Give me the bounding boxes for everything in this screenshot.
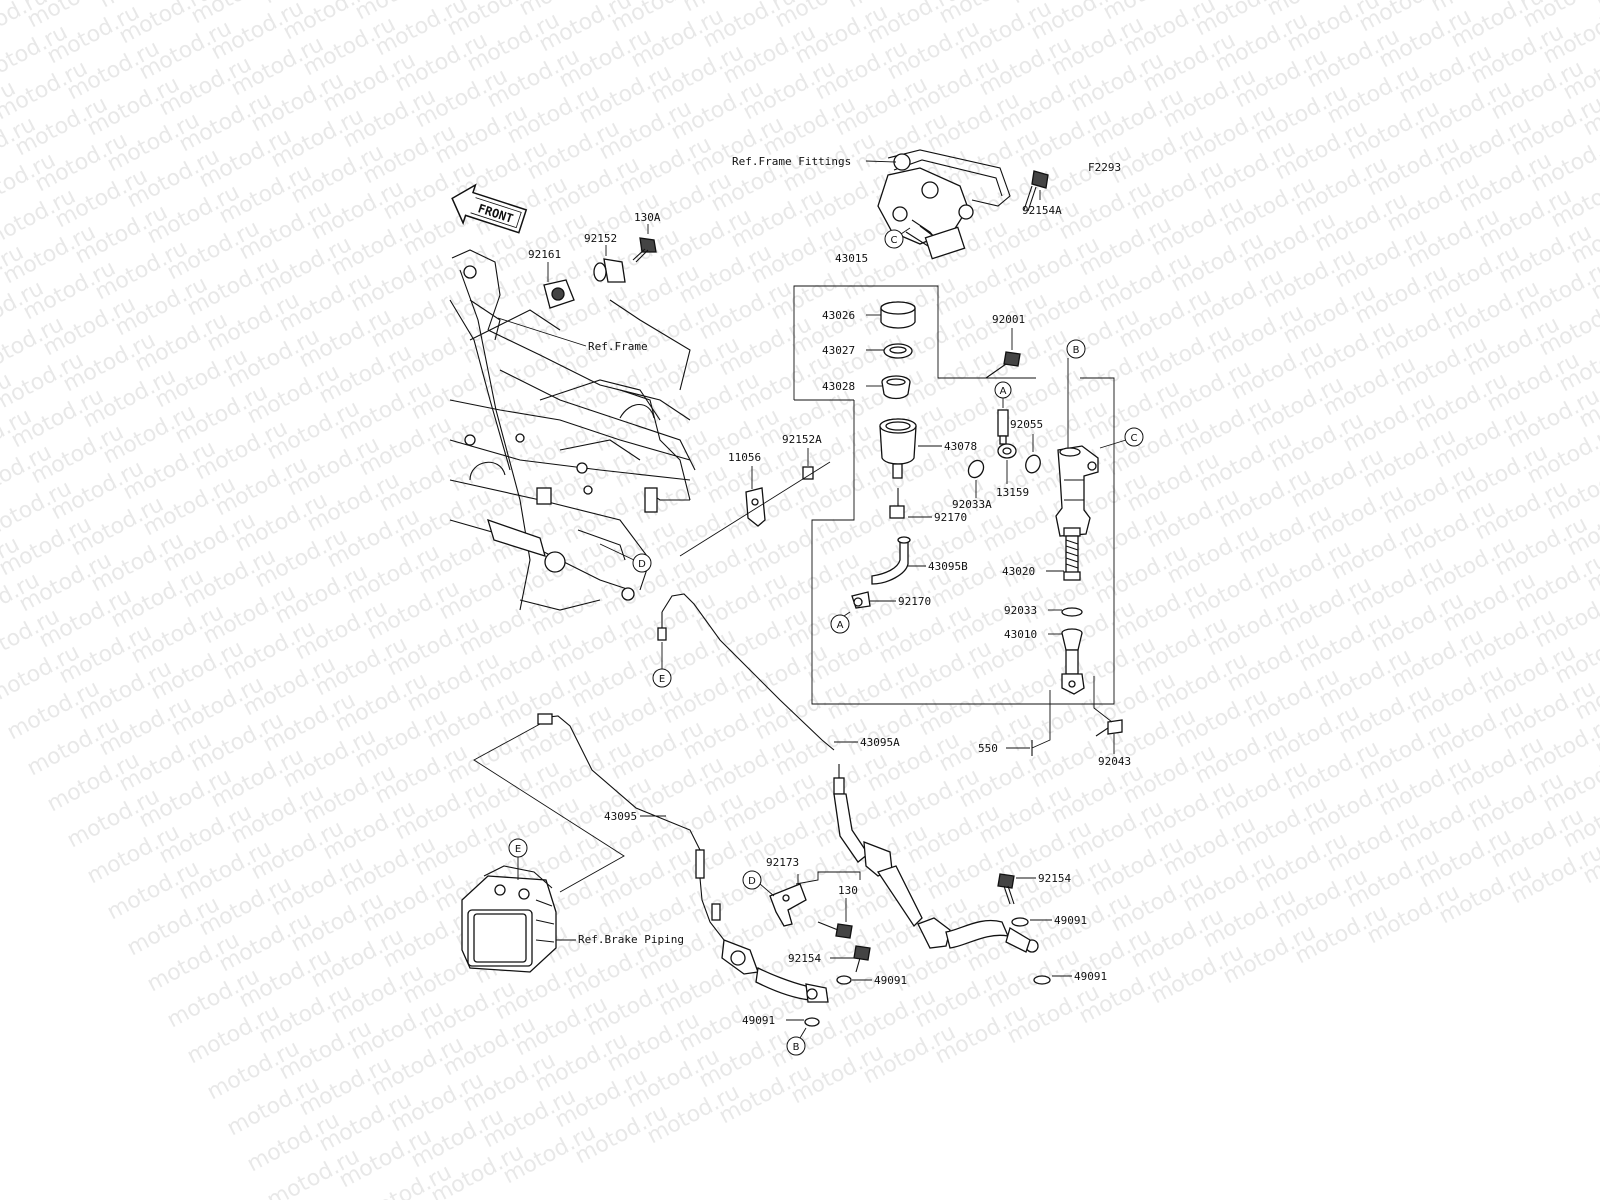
ref-frame-label: Ref.Frame bbox=[588, 340, 648, 353]
callout-d-frame: D bbox=[599, 543, 652, 573]
part-43027: 43027 bbox=[822, 344, 855, 357]
diagram-code: F2293 bbox=[1088, 161, 1121, 174]
part-43020: 43020 bbox=[1002, 565, 1035, 578]
svg-text:D: D bbox=[748, 876, 756, 887]
callout-d-bottom: D bbox=[742, 870, 775, 897]
pipe-43095A-icon bbox=[657, 593, 835, 751]
part-92170-lower: 92170 bbox=[898, 595, 931, 608]
part-92043: 92043 bbox=[1098, 755, 1131, 768]
part-49091-c: 49091 bbox=[1054, 914, 1087, 927]
svg-text:B: B bbox=[793, 1042, 800, 1053]
bolt-92154A-icon bbox=[1023, 170, 1049, 212]
part-92152: 92152 bbox=[584, 232, 617, 245]
hose-43095B-icon bbox=[871, 536, 911, 585]
svg-text:E: E bbox=[515, 844, 521, 855]
washer-49091-b-icon bbox=[804, 1017, 820, 1027]
pushrod-43010-icon bbox=[1061, 628, 1085, 695]
svg-text:B: B bbox=[1073, 345, 1080, 356]
oring-92055-icon bbox=[1025, 454, 1041, 474]
part-11056: 11056 bbox=[728, 451, 761, 464]
part-43095: 43095 bbox=[604, 810, 637, 823]
bracket-92173-icon bbox=[769, 883, 807, 927]
part-92154-lower: 92154 bbox=[788, 952, 821, 965]
callout-a-upper: A bbox=[994, 381, 1012, 408]
clamp-92170-upper-icon bbox=[889, 488, 905, 519]
brake-hose-assembly-icon bbox=[721, 764, 1039, 1003]
bolt-130-icon bbox=[817, 921, 853, 939]
svg-text:C: C bbox=[891, 235, 898, 246]
diaphragm-43028-icon bbox=[881, 375, 911, 400]
part-130A: 130A bbox=[634, 211, 661, 224]
callout-e-abs: E bbox=[508, 838, 528, 880]
bolt-92154-right-icon bbox=[997, 873, 1015, 905]
ref-frame-fittings-label: Ref.Frame Fittings bbox=[732, 155, 851, 168]
ref-brake-piping-label: Ref.Brake Piping bbox=[578, 933, 684, 946]
washer-49091-a-icon bbox=[836, 975, 852, 985]
svg-text:C: C bbox=[1131, 433, 1138, 444]
master-cylinder-icon bbox=[1055, 358, 1099, 537]
callout-b-bottom: B bbox=[786, 1027, 807, 1056]
part-43095A: 43095A bbox=[860, 736, 900, 749]
part-550: 550 bbox=[978, 742, 998, 755]
part-92152A: 92152A bbox=[782, 433, 822, 446]
bolt-130A-icon bbox=[632, 237, 657, 263]
plate-43027-icon bbox=[883, 343, 913, 359]
part-92173: 92173 bbox=[766, 856, 799, 869]
part-49091-a: 49091 bbox=[874, 974, 907, 987]
front-arrow-icon: FRONT bbox=[451, 183, 528, 234]
bushing-13159-icon bbox=[997, 443, 1017, 459]
callout-e-pipe: E bbox=[652, 642, 672, 688]
washer-49091-d-icon bbox=[1033, 975, 1051, 985]
svg-text:A: A bbox=[1000, 386, 1007, 397]
part-13159: 13159 bbox=[996, 486, 1029, 499]
part-49091-b: 49091 bbox=[742, 1014, 775, 1027]
collar-92152-icon bbox=[593, 258, 626, 283]
reservoir-43078-icon bbox=[879, 418, 917, 479]
watermark-text: motod.ru bbox=[1591, 0, 1600, 13]
callout-a-lower: A bbox=[830, 611, 851, 634]
svg-text:A: A bbox=[837, 620, 844, 631]
circlip-92033-icon bbox=[1061, 607, 1083, 617]
part-43015: 43015 bbox=[835, 252, 868, 265]
part-43095B: 43095B bbox=[928, 560, 968, 573]
pin-92043-icon bbox=[1095, 719, 1123, 737]
bracket-11056-icon bbox=[745, 487, 766, 527]
bolt-92154-lower-icon bbox=[853, 945, 871, 973]
oring-92033A-icon bbox=[967, 459, 985, 479]
frame-illustration bbox=[449, 249, 696, 611]
part-49091-d: 49091 bbox=[1074, 970, 1107, 983]
part-130: 130 bbox=[838, 884, 858, 897]
callout-b-top: B bbox=[1066, 339, 1086, 359]
svg-text:E: E bbox=[659, 674, 665, 685]
cap-43026-icon bbox=[880, 301, 916, 329]
clamp-92170-lower-icon bbox=[851, 591, 871, 609]
collar-92152A-icon bbox=[802, 466, 814, 480]
bolt-92001-icon bbox=[985, 351, 1021, 379]
part-43078: 43078 bbox=[944, 440, 977, 453]
damper-92161-icon bbox=[543, 279, 575, 309]
fitting-a-icon bbox=[997, 409, 1009, 445]
part-92154A: 92154A bbox=[1022, 204, 1062, 217]
callout-c-top: C bbox=[884, 227, 911, 249]
part-92161: 92161 bbox=[528, 248, 561, 261]
washer-49091-c-icon bbox=[1011, 917, 1029, 927]
part-43010: 43010 bbox=[1004, 628, 1037, 641]
svg-text:D: D bbox=[638, 559, 646, 570]
part-92033A: 92033A bbox=[952, 498, 992, 511]
part-92001: 92001 bbox=[992, 313, 1025, 326]
frame-fittings-illustration bbox=[877, 149, 1011, 260]
callout-c-right: C bbox=[1099, 427, 1144, 449]
part-92055: 92055 bbox=[1010, 418, 1043, 431]
part-92154-right: 92154 bbox=[1038, 872, 1071, 885]
abs-unit-illustration bbox=[461, 865, 557, 973]
part-92170-upper: 92170 bbox=[934, 511, 967, 524]
part-92033: 92033 bbox=[1004, 604, 1037, 617]
part-43026: 43026 bbox=[822, 309, 855, 322]
pipe-43095-icon bbox=[537, 713, 725, 941]
part-43028: 43028 bbox=[822, 380, 855, 393]
spring-43020-icon bbox=[1063, 535, 1081, 581]
